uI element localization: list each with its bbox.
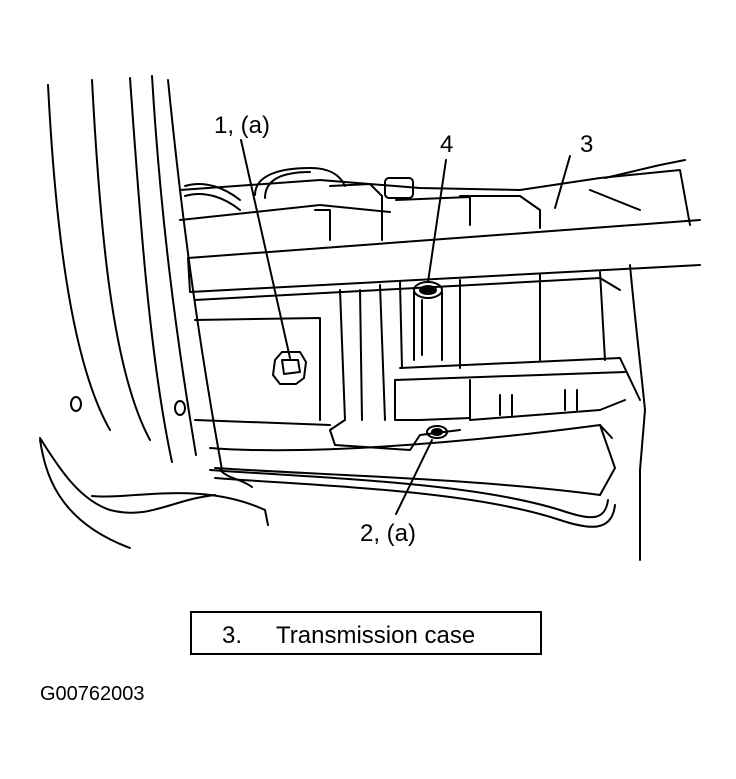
- legend-box: 3. Transmission case: [190, 611, 542, 655]
- overflow-tube: [413, 281, 443, 361]
- callout-2: 2, (a): [360, 520, 417, 547]
- legend-text: Transmission case: [276, 622, 476, 649]
- figure-id: G00762003: [40, 683, 145, 705]
- callout-4: 4: [440, 131, 454, 158]
- callout-3: 3: [580, 131, 594, 158]
- legend-number: 3.: [222, 622, 243, 649]
- crossmember: [187, 219, 701, 293]
- callout-1: 1, (a): [214, 112, 271, 139]
- transmission-case: [179, 159, 691, 561]
- leader-lines: [240, 139, 571, 515]
- body-panel-lines: [39, 75, 269, 549]
- drain-plug: [426, 425, 448, 439]
